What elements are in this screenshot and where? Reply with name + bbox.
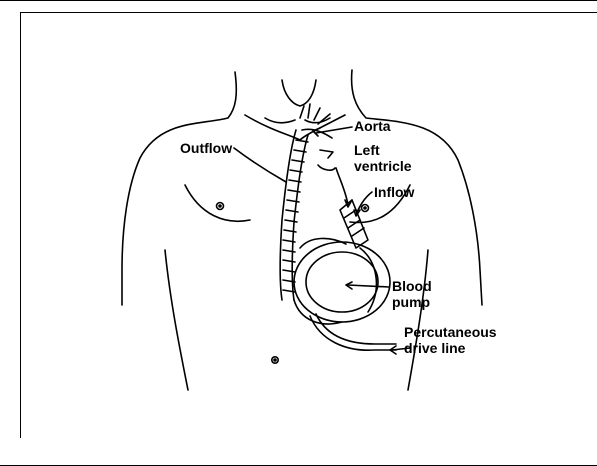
label-outflow: Outflow: [180, 140, 232, 156]
label-blood-pump: Blood pump: [392, 278, 432, 310]
label-aorta: Aorta: [354, 118, 391, 134]
label-left-ventricle: Left ventricle: [354, 142, 412, 174]
label-drive-line: Percutaneous drive line: [404, 324, 497, 356]
blood-pump: [294, 238, 390, 324]
label-inflow: Inflow: [374, 184, 414, 200]
